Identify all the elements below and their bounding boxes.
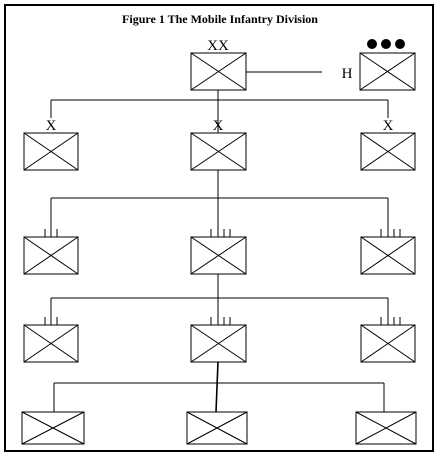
brigade-echelon-label: X (213, 118, 224, 134)
company-unit-box (21, 411, 85, 445)
brigade-unit-box (23, 132, 79, 171)
row3-stem (215, 361, 219, 413)
brigade-unit-box (190, 132, 247, 171)
battalion-unit-box (23, 317, 79, 363)
brigade-echelon-label: X (383, 118, 394, 134)
diagram-frame (4, 4, 434, 452)
division-unit-box (190, 52, 247, 91)
company-unit-box (186, 411, 248, 445)
battalion-unit-box (23, 229, 79, 275)
headquarters-unit-box (359, 52, 416, 91)
brigade-unit-box (360, 132, 416, 171)
division-echelon-label: XX (207, 38, 229, 54)
hq-echelon-dots (367, 39, 405, 49)
battalion-unit-box (360, 317, 416, 363)
figure-title: Figure 1 The Mobile Infantry Division (122, 12, 318, 26)
company-unit-box (355, 411, 417, 445)
headquarters-label: H (342, 66, 353, 82)
battalion-unit-box (360, 229, 416, 275)
brigade-echelon-label: X (46, 118, 57, 134)
battalion-unit-box (190, 317, 247, 363)
